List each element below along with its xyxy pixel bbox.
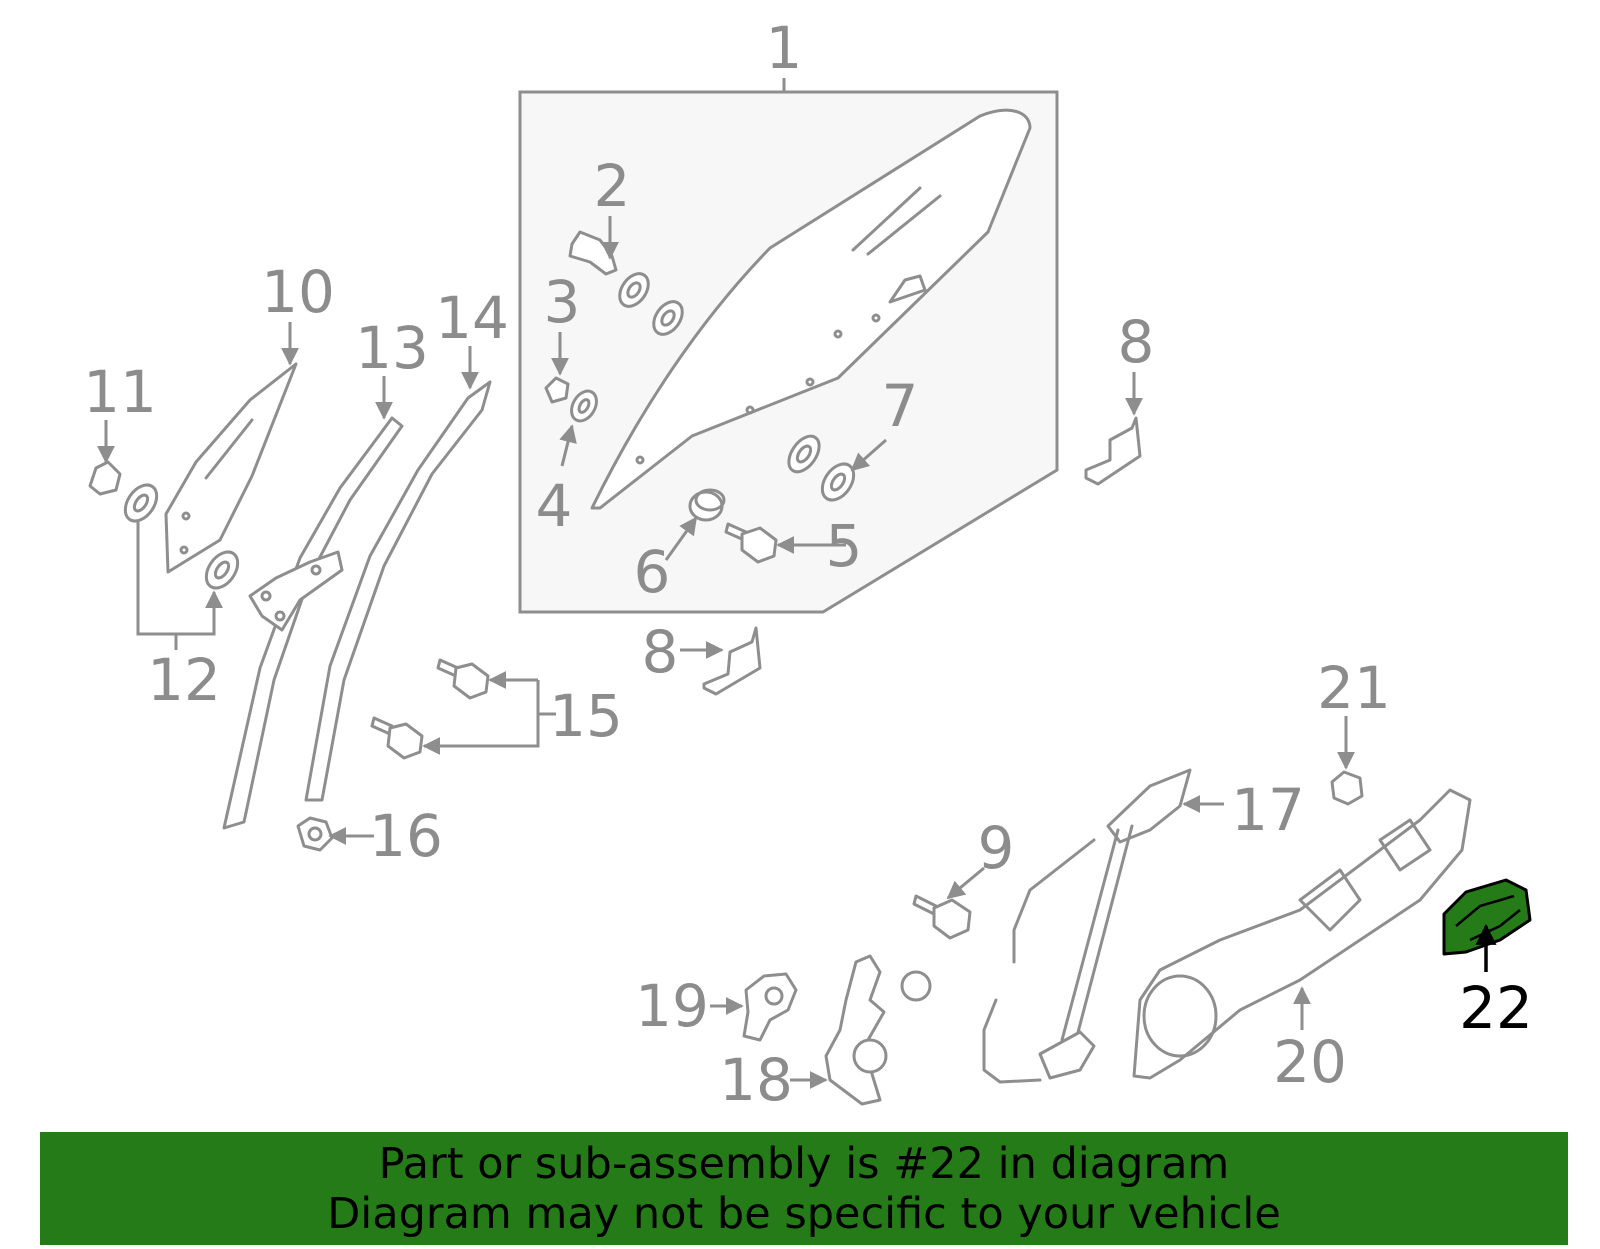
door-glass (590, 108, 1032, 510)
leader-lines (97, 216, 1497, 1089)
run-channel-part-13 (222, 416, 404, 830)
callout-5: 5 (826, 512, 863, 580)
motor-part-18 (824, 954, 932, 1106)
callout-11: 11 (83, 358, 157, 426)
clip-part-21 (1330, 770, 1364, 806)
callout-9: 9 (978, 814, 1015, 882)
callout-21: 21 (1317, 654, 1391, 722)
banner-line-2: Diagram may not be specific to your vehi… (327, 1189, 1281, 1239)
callout-labels: 1 2 3 4 5 6 7 8 8 9 10 11 12 13 14 15 16… (83, 14, 1533, 1114)
spacer-part-6 (688, 488, 726, 522)
quarter-glass-part-10 (164, 362, 298, 574)
run-channel-part-14 (304, 380, 492, 802)
bolt-part-15 (370, 658, 490, 760)
callout-22: 22 (1459, 974, 1533, 1042)
grommet-part-12 (123, 483, 240, 590)
callout-12: 12 (147, 646, 221, 714)
callout-2: 2 (594, 152, 631, 220)
banner-line-1: Part or sub-assembly is #22 in diagram (378, 1139, 1230, 1189)
highlighted-part-22[interactable] (1442, 878, 1532, 956)
callout-18: 18 (719, 1046, 793, 1114)
grommet-part-4 (570, 389, 598, 423)
callout-17: 17 (1231, 776, 1305, 844)
bolt-part-2 (568, 230, 684, 336)
info-banner: Part or sub-assembly is #22 in diagram D… (40, 1132, 1568, 1245)
callout-15: 15 (549, 682, 623, 750)
callout-1: 1 (766, 14, 803, 82)
carrier-panel-part-20 (1132, 788, 1472, 1080)
callout-10: 10 (261, 258, 335, 326)
callout-4: 4 (536, 472, 573, 540)
callout-7: 7 (882, 372, 919, 440)
callout-14: 14 (435, 284, 509, 352)
bracket-part-8-lower (702, 626, 762, 696)
bolt-part-9 (912, 894, 972, 940)
bolt-part-5 (724, 522, 778, 564)
callout-6: 6 (634, 538, 671, 606)
callout-16: 16 (369, 802, 443, 870)
clip-part-11 (88, 460, 122, 496)
callout-19: 19 (635, 972, 709, 1040)
callout-20: 20 (1273, 1028, 1347, 1096)
washer-part-7 (787, 434, 856, 502)
callout-13: 13 (355, 314, 429, 382)
callout-8-upper: 8 (1118, 308, 1155, 376)
clip-part-3 (544, 376, 570, 404)
part-19 (742, 972, 798, 1042)
callout-8-lower: 8 (642, 618, 679, 686)
nut-part-16 (296, 816, 334, 852)
bracket-part-8-upper (1084, 416, 1142, 486)
window-regulator-part-17 (982, 768, 1192, 1084)
callout-3: 3 (544, 268, 581, 336)
